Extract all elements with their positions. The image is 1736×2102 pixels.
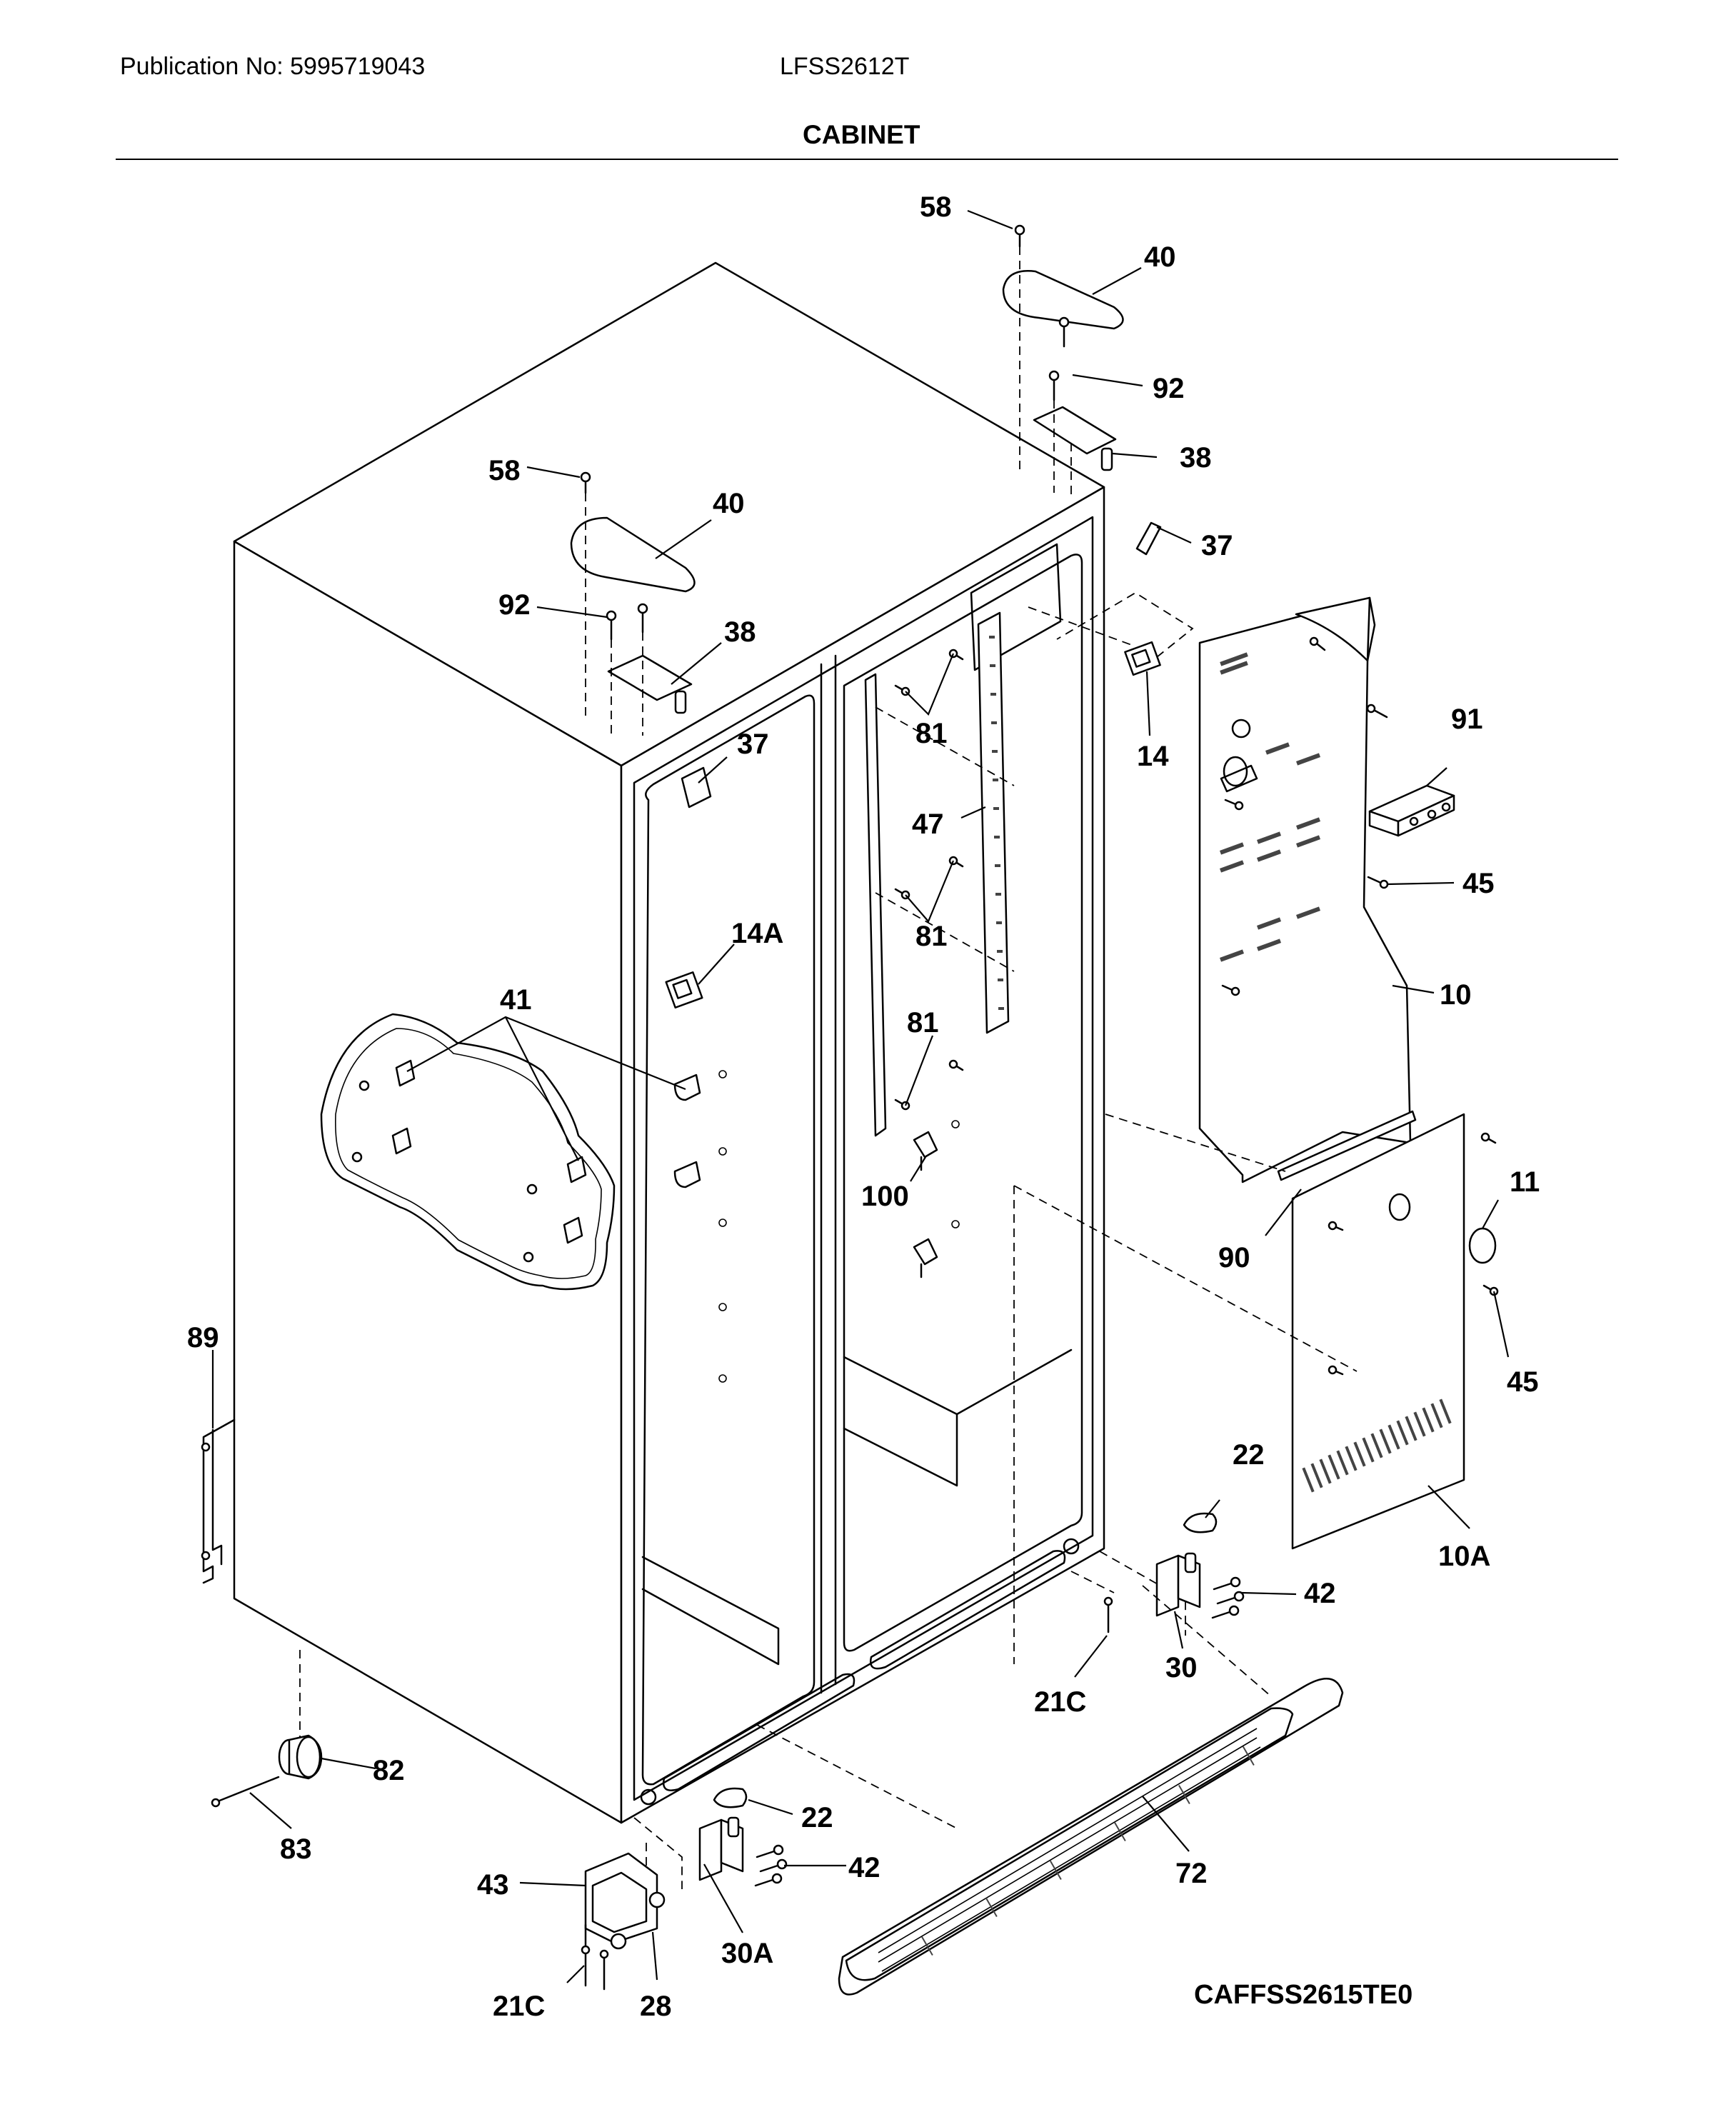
section-title: CABINET [803,120,920,149]
part-10A-lower-panel [1013,1113,1499,1664]
callout-58-left: 58 [488,455,521,486]
callout-21C-a: 21C [1034,1686,1086,1718]
bottom-hinge-assembly-left [581,1787,788,1991]
part-81-screws [894,649,964,1111]
part-89-side-bracket [201,1418,236,1584]
callout-92-left: 92 [498,589,531,621]
shelf-rail-47 [864,611,1015,1137]
callout-81-a: 81 [915,718,948,749]
part-72-base-grille [756,1585,1344,1996]
callout-37-left: 37 [737,729,769,760]
callout-91: 91 [1451,704,1483,735]
callout-92-top: 92 [1153,373,1185,404]
callout-42-a: 42 [1304,1578,1336,1609]
part-90-gasket [1277,1110,1417,1181]
part-37-right [1135,521,1162,556]
callout-labels: 58 40 92 38 37 58 40 92 38 37 81 47 81 8… [187,191,1540,2022]
callout-89: 89 [187,1322,219,1353]
callout-21C-b: 21C [493,1991,545,2022]
callout-82: 82 [373,1755,405,1786]
part-10-rear-duct-panel [1198,596,1412,1183]
callout-38-top: 38 [1180,442,1212,474]
callout-30: 30 [1165,1652,1198,1683]
callout-11: 11 [1510,1166,1540,1198]
callout-38-left: 38 [724,616,756,648]
bottom-hinge-assembly-right [1070,1512,1245,1636]
callout-37-top: 37 [1201,530,1233,561]
callout-14A: 14A [731,918,783,949]
leader-lines [211,209,1510,1983]
callout-10A: 10A [1438,1541,1490,1572]
top-hinge-assembly-right [1002,224,1124,500]
part-14A-switch [665,971,703,1009]
part-14-switch [1028,591,1194,676]
part-82-leveler [278,1650,323,1780]
callout-22-b: 22 [801,1802,833,1833]
callout-40-top: 40 [1144,241,1176,273]
callout-28: 28 [640,1991,672,2022]
top-hinge-assembly-left [570,471,696,739]
diagram-code: CAFFSS2615TE0 [1194,1980,1413,2010]
callout-45-a: 45 [1462,868,1495,899]
part-83-pin [211,1776,280,1808]
callout-22-a: 22 [1233,1439,1265,1471]
part-41-insulation-panel [320,1013,701,1291]
callout-72: 72 [1175,1858,1208,1889]
callout-47: 47 [912,809,944,840]
part-100-light-socket [913,1131,938,1278]
callout-10: 10 [1440,979,1472,1011]
header-rule [116,159,1618,160]
callout-81-b: 81 [915,921,948,952]
publication-number: Publication No: 5995719043 [120,53,426,80]
model-number: LFSS2612T [780,53,910,80]
part-11-plug [1468,1227,1497,1264]
callout-30A: 30A [721,1938,773,1969]
callout-100: 100 [861,1181,909,1212]
callout-40-left: 40 [713,488,745,519]
callout-45-b: 45 [1507,1366,1539,1398]
callout-83: 83 [280,1833,312,1865]
callout-58-top: 58 [920,191,952,223]
callout-90: 90 [1218,1242,1250,1273]
callout-81-c: 81 [907,1007,939,1039]
callout-42-b: 42 [848,1852,880,1883]
callout-41: 41 [500,984,532,1016]
part-91-bracket [1368,784,1455,837]
callout-14: 14 [1137,741,1169,772]
callout-43: 43 [477,1869,509,1901]
